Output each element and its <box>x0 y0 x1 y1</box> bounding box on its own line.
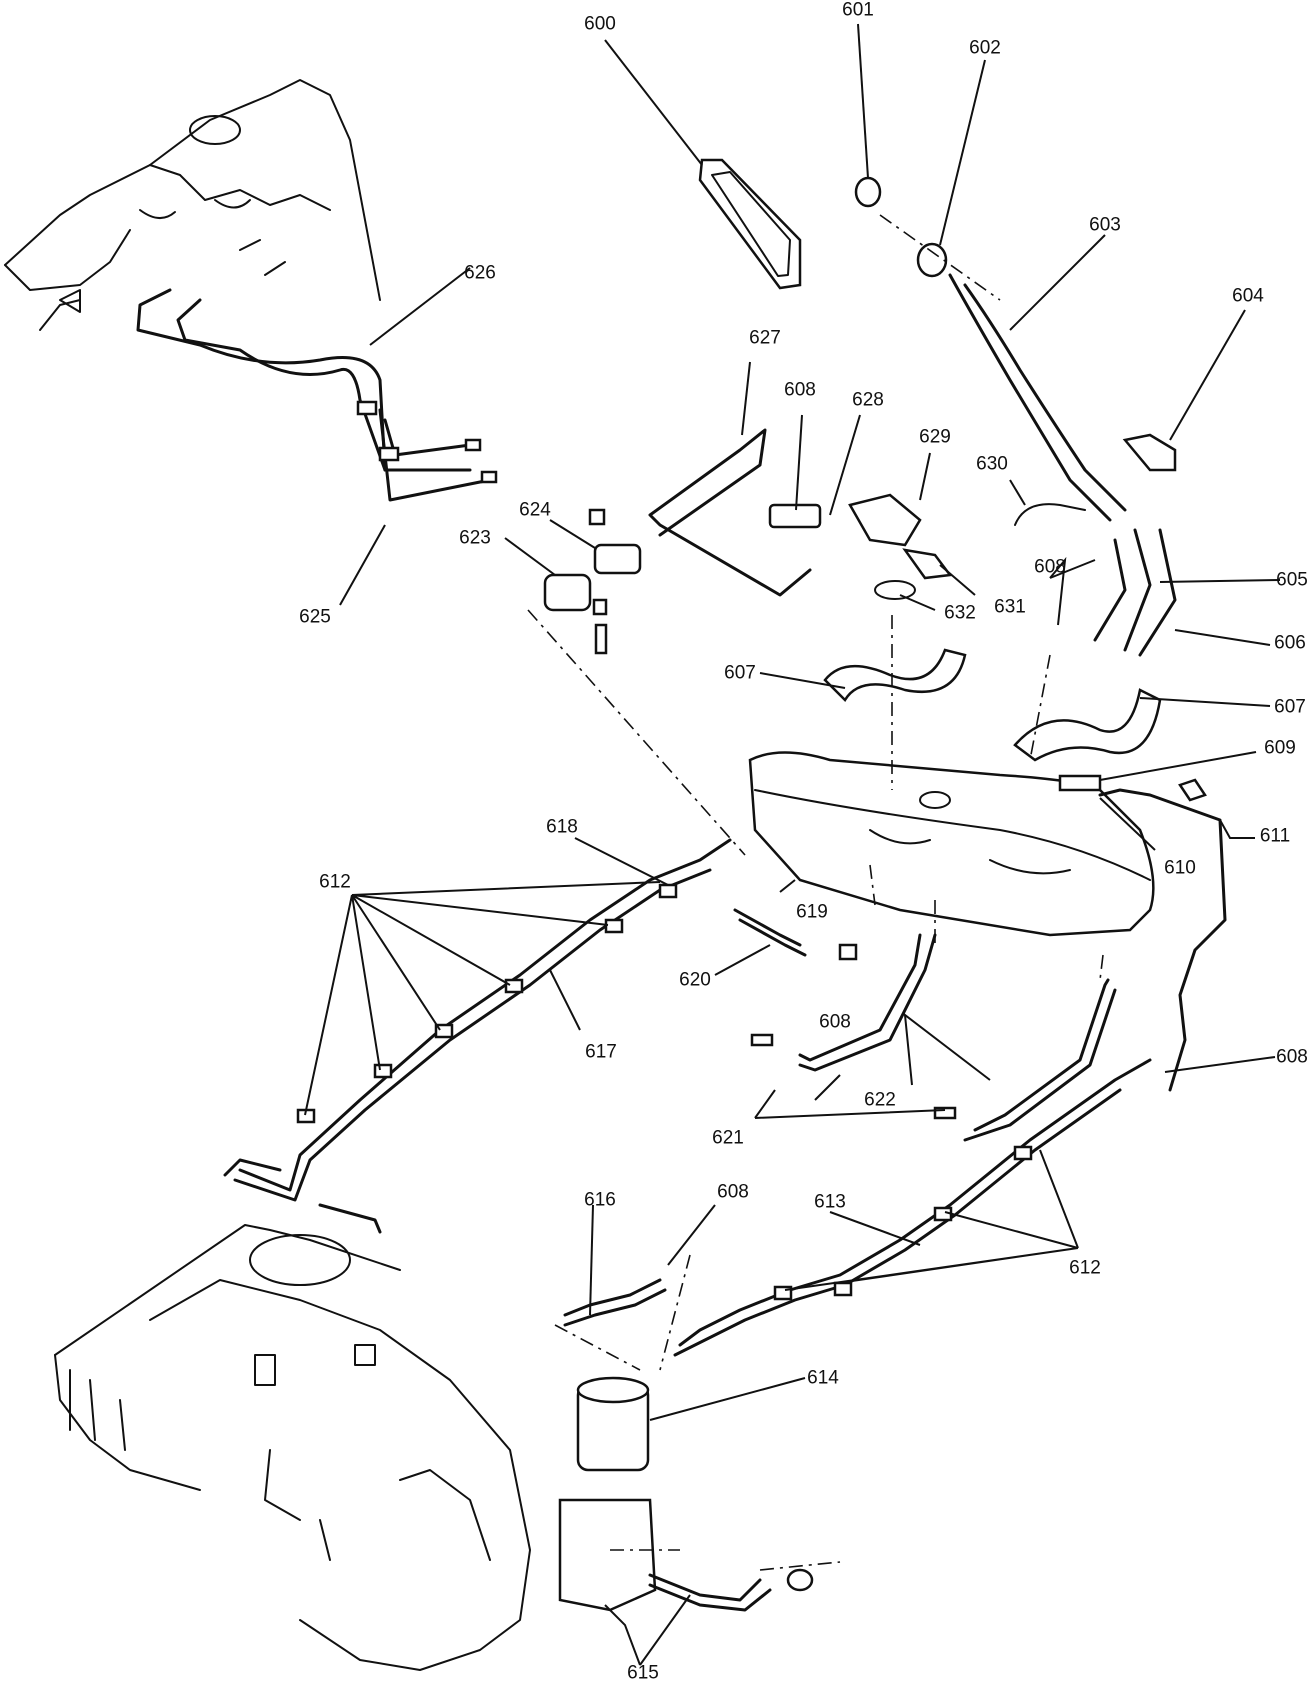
hoses-605-606 <box>1093 528 1177 657</box>
strap-607-right <box>1013 688 1162 762</box>
engine-upper-drawing <box>4 79 381 331</box>
callout-630: 630 <box>976 453 1008 475</box>
callout-608-mid: 608 <box>819 1011 851 1033</box>
hose-616 <box>563 1278 667 1327</box>
gasket-600 <box>698 158 802 290</box>
bracket-615 <box>558 1498 814 1612</box>
callout-612-right: 612 <box>1069 1257 1101 1279</box>
callout-615: 615 <box>627 1662 659 1684</box>
callout-631: 631 <box>994 596 1026 618</box>
callout-600: 600 <box>584 13 616 35</box>
callout-608-right: 608 <box>1276 1046 1308 1068</box>
wire-630 <box>1014 503 1086 526</box>
callout-613: 613 <box>814 1191 846 1213</box>
fuel-filter-614 <box>576 1376 650 1472</box>
engine-lower-drawing <box>54 1224 531 1671</box>
callout-628: 628 <box>852 389 884 411</box>
leader-lines <box>304 23 1281 1666</box>
callout-614: 614 <box>807 1367 839 1389</box>
callout-610: 610 <box>1164 857 1196 879</box>
callout-624: 624 <box>519 499 551 521</box>
filler-neck-603 <box>854 176 1127 522</box>
callout-611: 611 <box>1259 825 1291 847</box>
callout-608-tank: 608 <box>1034 556 1066 578</box>
callout-622: 622 <box>864 1089 896 1111</box>
callout-608-top: 608 <box>784 379 816 401</box>
callout-629: 629 <box>919 426 951 448</box>
line-611 <box>1058 774 1227 1092</box>
callout-605: 605 <box>1276 569 1308 591</box>
callout-632: 632 <box>944 602 976 624</box>
callout-620: 620 <box>679 969 711 991</box>
callout-617: 617 <box>585 1041 617 1063</box>
callout-612-left: 612 <box>319 871 351 893</box>
callout-616: 616 <box>584 1189 616 1211</box>
callout-607-right: 607 <box>1274 696 1306 718</box>
callout-618: 618 <box>546 816 578 838</box>
callout-627: 627 <box>749 327 781 349</box>
callout-623: 623 <box>459 527 491 549</box>
brackets-621-622 <box>750 933 1117 1142</box>
fuel-sender-parts <box>543 428 953 655</box>
callout-609: 609 <box>1264 737 1296 759</box>
callout-619: 619 <box>796 901 828 923</box>
callout-603: 603 <box>1089 214 1121 236</box>
bracket-604 <box>1122 433 1177 472</box>
callout-606: 606 <box>1274 632 1306 654</box>
fuel-line-613 <box>673 1058 1152 1357</box>
fuel-lines-626-625 <box>136 288 498 502</box>
callout-601: 601 <box>842 0 874 21</box>
strap-607-left <box>823 648 967 703</box>
callout-626: 626 <box>464 262 496 284</box>
fuel-line-617 <box>223 838 858 1234</box>
assembly-lines <box>527 214 1104 1571</box>
callout-608-bottom: 608 <box>717 1181 749 1203</box>
callout-604: 604 <box>1232 285 1264 307</box>
callout-607-left: 607 <box>724 662 756 684</box>
callout-625: 625 <box>299 606 331 628</box>
callout-621: 621 <box>712 1127 744 1149</box>
callout-602: 602 <box>969 37 1001 59</box>
